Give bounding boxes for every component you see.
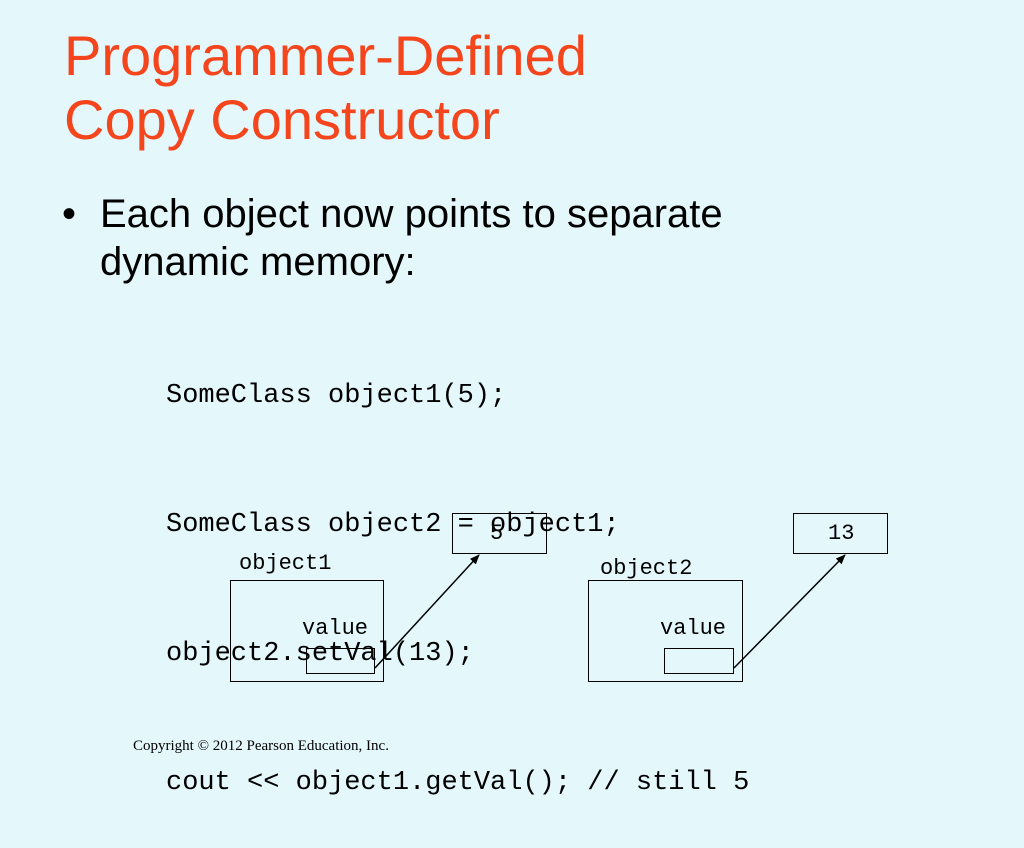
object1-pointer-field [306,648,375,674]
code-line-3: object2.setVal(13); [166,639,474,669]
object2-pointer-field [664,648,734,674]
bullet-text-line-2: dynamic memory: [100,240,416,284]
code-line-1: SomeClass object1(5); [166,381,507,411]
bullet-marker: • [62,192,77,236]
object2-pointer-arrow [733,554,846,669]
object2-heap-value: 13 [828,521,855,546]
object1-box [230,580,384,682]
object2-heap-box [793,513,888,554]
object2-label: object2 [600,556,693,581]
bullet-text-line-1: Each object now points to separate [100,192,723,236]
object2-member-label: value [660,616,727,641]
slide-title-line-2: Copy Constructor [64,88,500,151]
object1-heap-box [452,513,547,554]
pointer-arrows [374,554,846,669]
object1-label: object1 [239,551,332,576]
object1-heap-value: 5 [490,521,504,546]
memory-diagram: object1 value 5 object2 value 13 [230,513,888,682]
code-line-2: SomeClass object2 = object1; [166,510,620,540]
object2-box [588,580,743,682]
code-line-4: cout << object1.getVal(); // still 5 [166,768,750,798]
slide-title-line-1: Programmer-Defined [64,24,587,87]
object1-member-label: value [302,616,369,641]
copyright-notice: Copyright © 2012 Pearson Education, Inc. [133,738,389,754]
object1-pointer-arrow [374,554,480,669]
slide-title: Programmer-Defined Copy Constructor [64,24,964,152]
bullet-text: Each object now points to separate dynam… [100,190,723,286]
